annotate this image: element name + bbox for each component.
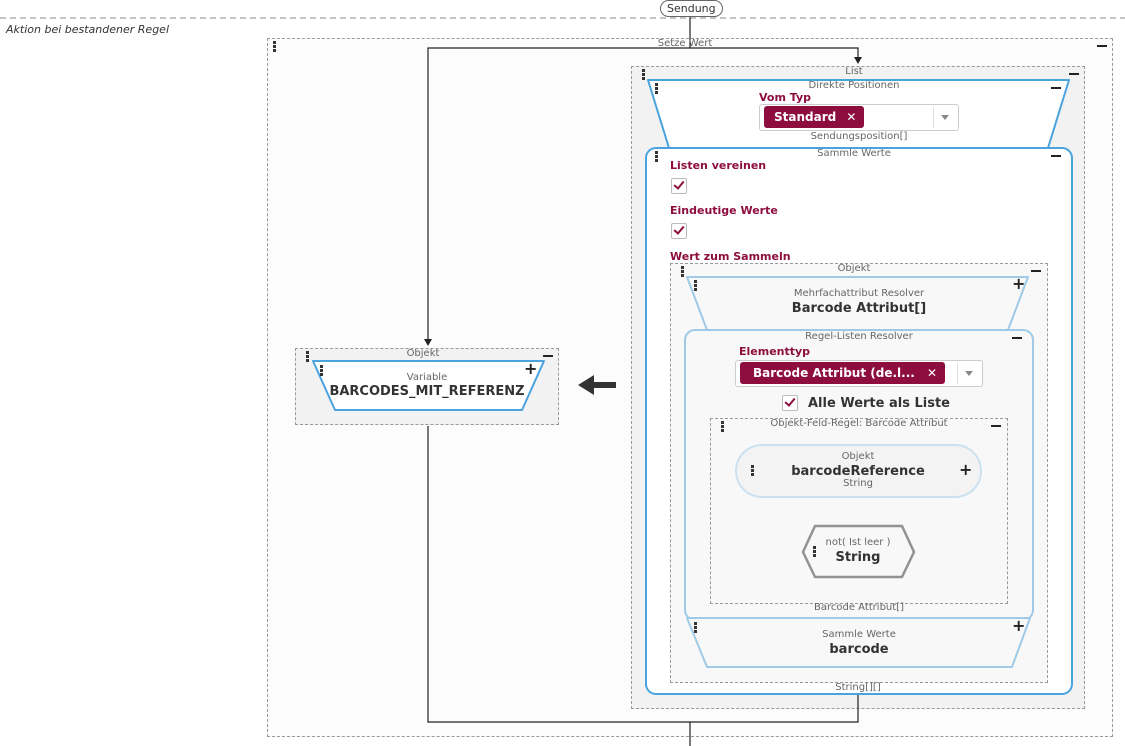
arrow-left-icon xyxy=(578,375,616,395)
objekt-feld-regel-container[interactable] xyxy=(710,418,1008,604)
barcode-ref-name[interactable]: barcodeReference xyxy=(791,464,925,479)
eindeutige-werte-checkbox[interactable] xyxy=(671,223,687,239)
mehrfach-title: Mehrfachattribut Resolver xyxy=(793,288,925,299)
listen-vereinen-label: Listen vereinen xyxy=(670,159,767,172)
wert-zum-sammeln-label: Wert zum Sammeln xyxy=(670,250,791,263)
vom-typ-value: Standard xyxy=(774,110,837,124)
elementtyp-value: Barcode Attribut (de.l... xyxy=(753,366,915,380)
elementtyp-tag: Barcode Attribut (de.l... ✕ xyxy=(740,362,946,384)
direkte-positionen-title: Direkte Positionen xyxy=(808,80,900,91)
barcode-attribut-output: Barcode Attribut[] xyxy=(814,602,904,613)
drag-handle-icon[interactable] xyxy=(694,280,697,291)
collapse-icon[interactable] xyxy=(543,355,553,357)
collapse-icon[interactable] xyxy=(1051,155,1061,157)
mehrfach-value[interactable]: Barcode Attribut[] xyxy=(791,301,927,316)
inner-objekt-title: Objekt xyxy=(837,263,871,274)
list-title: List xyxy=(845,66,863,77)
plus-icon[interactable]: + xyxy=(1012,616,1026,635)
chevron-down-icon[interactable] xyxy=(965,371,973,376)
drag-handle-icon[interactable] xyxy=(681,266,684,277)
sammle-werte-inner-title: Sammle Werte xyxy=(822,629,896,640)
vom-typ-label: Vom Typ xyxy=(759,91,812,104)
drag-handle-icon[interactable] xyxy=(721,421,724,432)
plus-icon[interactable]: + xyxy=(1012,274,1026,293)
alle-werte-checkbox[interactable] xyxy=(782,395,798,411)
vom-typ-tag: Standard ✕ xyxy=(764,106,865,128)
sammle-werte-inner-value[interactable]: barcode xyxy=(829,642,889,657)
list-footer: String[][] xyxy=(835,682,881,693)
drag-handle-icon[interactable] xyxy=(751,465,754,476)
collapse-icon[interactable] xyxy=(991,425,1001,427)
left-objekt-title: Objekt xyxy=(406,348,440,359)
listen-vereinen-checkbox[interactable] xyxy=(671,178,687,194)
collapse-icon[interactable] xyxy=(1031,270,1041,272)
collapse-icon[interactable] xyxy=(1069,73,1079,75)
section-title: Aktion bei bestandener Regel xyxy=(6,23,169,36)
drag-handle-icon[interactable] xyxy=(655,83,658,94)
drag-handle-icon[interactable] xyxy=(306,351,309,362)
elementtyp-label: Elementtyp xyxy=(739,345,811,358)
objekt-feld-regel-title: Objekt-Feld-Regel: Barcode Attribut xyxy=(770,418,948,429)
barcode-ref-type: String xyxy=(843,478,873,489)
setze-wert-title: Setze Wert xyxy=(657,38,713,49)
not-node-type[interactable]: String xyxy=(835,550,881,565)
drag-handle-icon[interactable] xyxy=(273,41,276,52)
sammle-werte-title: Sammle Werte xyxy=(817,148,891,159)
not-node-op: not( Ist leer ) xyxy=(825,537,891,548)
elementtyp-select[interactable]: Barcode Attribut (de.l... ✕ xyxy=(735,360,983,387)
alle-werte-label: Alle Werte als Liste xyxy=(808,396,950,411)
sendungsposition-output: Sendungsposition[] xyxy=(810,131,908,142)
drag-handle-icon[interactable] xyxy=(642,69,645,80)
plus-icon[interactable]: + xyxy=(959,460,973,479)
close-x-icon[interactable]: ✕ xyxy=(846,110,857,124)
vom-typ-select[interactable]: Standard ✕ xyxy=(759,104,959,131)
barcode-ref-kind: Objekt xyxy=(841,451,875,462)
collapse-icon[interactable] xyxy=(1051,87,1061,89)
drag-handle-icon[interactable] xyxy=(694,622,697,633)
inner-objekt-container[interactable] xyxy=(670,263,1048,683)
plus-icon[interactable]: + xyxy=(524,359,538,378)
collapse-icon[interactable] xyxy=(1012,337,1022,339)
sendung-node[interactable]: Sendung xyxy=(660,0,723,17)
collapse-icon[interactable] xyxy=(1097,45,1107,47)
eindeutige-werte-label: Eindeutige Werte xyxy=(670,204,778,217)
close-x-icon[interactable]: ✕ xyxy=(927,366,938,380)
variable-kind: Variable xyxy=(406,372,448,383)
chevron-down-icon[interactable] xyxy=(941,115,949,120)
drag-handle-icon[interactable] xyxy=(655,151,658,162)
drag-handle-icon[interactable] xyxy=(813,546,816,557)
regel-listen-title: Regel-Listen Resolver xyxy=(805,331,913,342)
drag-handle-icon[interactable] xyxy=(320,365,323,376)
variable-name[interactable]: BARCODES_MIT_REFERENZ xyxy=(329,384,525,399)
